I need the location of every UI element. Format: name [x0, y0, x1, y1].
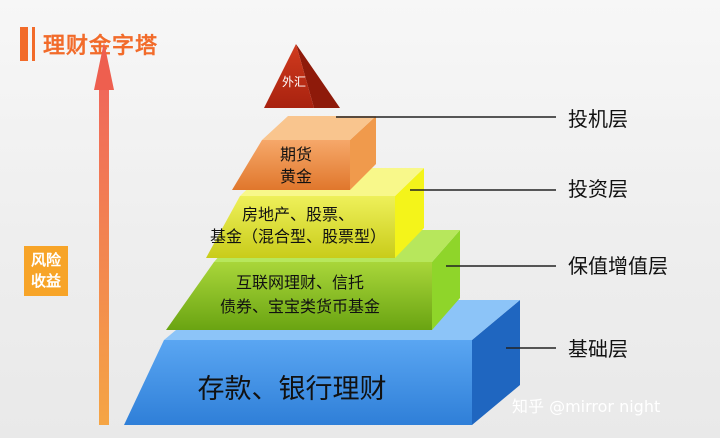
- tier-base-label: 存款、银行理财: [198, 374, 387, 405]
- tier-speculate-low-side: [350, 116, 376, 190]
- tier-preserve-side: [432, 230, 460, 330]
- tier-invest-front: [206, 196, 395, 258]
- watermark: 知乎 @mirror night: [512, 397, 660, 416]
- tier-speculate-low-label-2: 黄金: [280, 167, 312, 186]
- page-title: 理财金字塔: [43, 33, 159, 59]
- tier-speculate-low-top: [262, 116, 376, 140]
- layer-label-invest: 投资层: [568, 177, 628, 201]
- title-accent-bar: [20, 27, 28, 61]
- risk-arrow-shaft: [99, 88, 109, 425]
- risk-arrow-head: [94, 42, 114, 90]
- tier-invest-label-1: 房地产、股票、: [242, 205, 354, 224]
- tier-preserve-label-1: 互联网理财、信托: [236, 273, 364, 292]
- tier-apex: 外汇: [264, 44, 340, 108]
- tier-speculate-low-front: [232, 140, 350, 190]
- risk-return-label: 风险 收益: [24, 246, 68, 296]
- risk-label-line-2: 收益: [30, 272, 61, 290]
- layer-label-base: 基础层: [568, 337, 628, 361]
- title-accent-bar-thin: [32, 27, 35, 61]
- tier-preserve-label-2: 债券、宝宝类货币基金: [220, 297, 380, 316]
- layer-label-speculate: 投机层: [568, 107, 628, 131]
- tier-speculate-low-label-1: 期货: [280, 145, 312, 164]
- tier-preserve-front: [166, 262, 432, 330]
- tier-invest-label-2: 基金（混合型、股票型）: [210, 227, 386, 246]
- tier-apex-front: [264, 44, 314, 108]
- title-block: 理财金字塔: [20, 26, 158, 62]
- risk-arrow: [94, 42, 114, 425]
- tier-apex-side: [296, 44, 340, 108]
- tier-apex-label: 外汇: [282, 75, 306, 89]
- layer-label-preserve: 保值增值层: [568, 254, 668, 278]
- tier-base-front: [124, 340, 472, 425]
- layer-labels: 投机层 投资层 保值增值层 基础层: [336, 107, 668, 361]
- tier-speculate-low: 期货 黄金: [232, 116, 376, 190]
- risk-label-line-1: 风险: [30, 251, 61, 269]
